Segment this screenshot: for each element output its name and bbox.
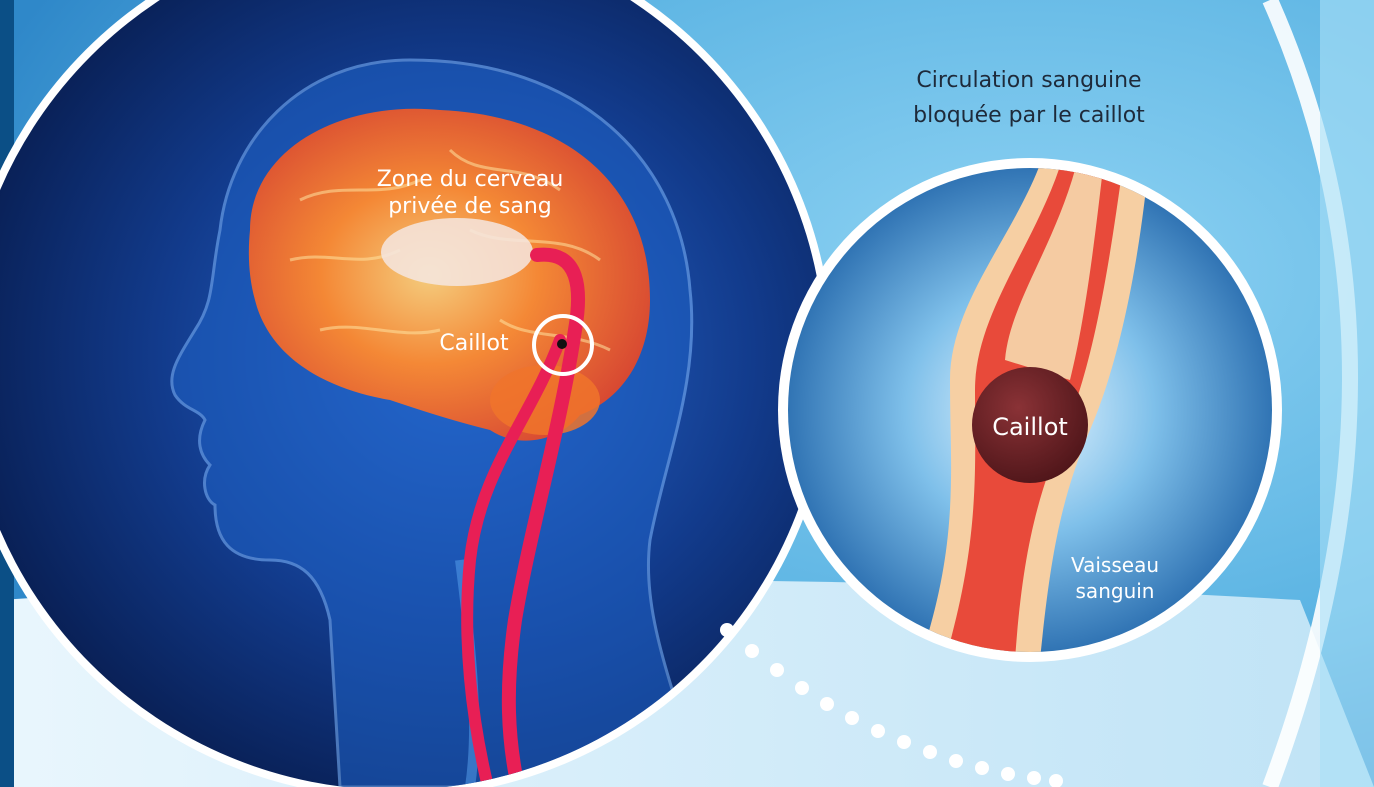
vessel-label-line1: Vaisseau bbox=[1071, 553, 1159, 577]
right-edge-band bbox=[1320, 0, 1374, 787]
clot-label-head: Caillot bbox=[439, 331, 509, 356]
deprived-zone-marker bbox=[381, 218, 533, 286]
blocked-flow-label-line2: bloquée par le caillot bbox=[913, 103, 1145, 128]
deprived-zone-label-line1: Zone du cerveau bbox=[377, 167, 564, 192]
clot-label-zoom: Caillot bbox=[992, 413, 1068, 441]
deprived-zone-label-line2: privée de sang bbox=[388, 194, 552, 219]
blocked-flow-label-line1: Circulation sanguine bbox=[916, 68, 1141, 93]
clot-dot bbox=[557, 339, 567, 349]
vessel-label-line2: sanguin bbox=[1076, 579, 1155, 603]
